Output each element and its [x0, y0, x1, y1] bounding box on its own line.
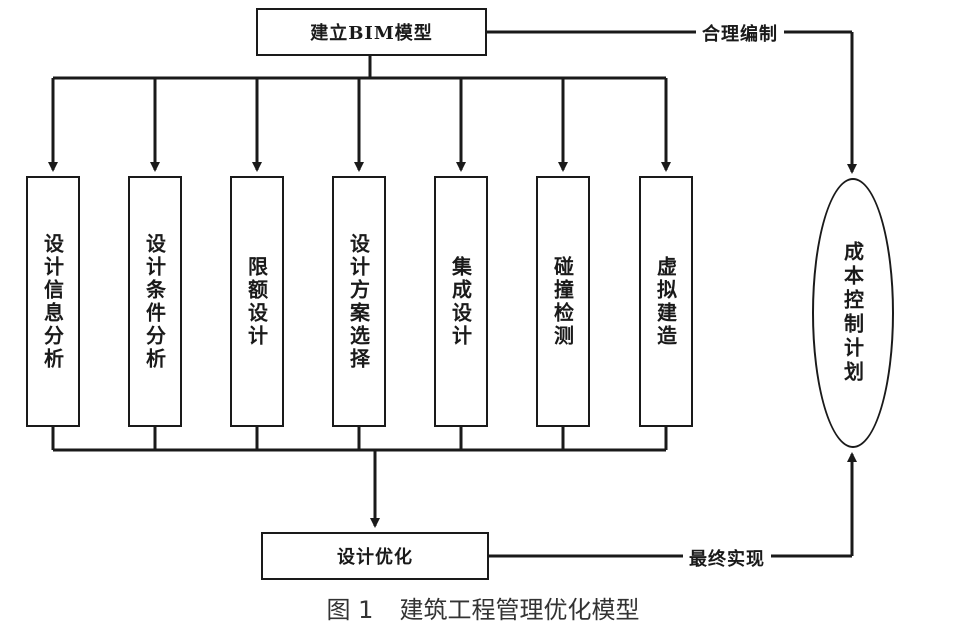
- step-box-6: 碰撞检测: [536, 176, 590, 427]
- bottom-node-label: 设计优化: [337, 547, 413, 568]
- top-node-label: 建立BIM模型: [310, 23, 433, 44]
- step-label-5: 集成设计: [448, 255, 473, 348]
- cost-node-label: 成本控制计划: [840, 241, 865, 385]
- step-label-6: 碰撞检测: [550, 255, 575, 348]
- bottom-node-box: 设计优化: [261, 532, 489, 580]
- top-node-box: 建立BIM模型: [256, 8, 487, 56]
- step-box-2: 设计条件分析: [128, 176, 182, 427]
- cost-node-ellipse: 成本控制计划: [812, 178, 894, 448]
- step-box-1: 设计信息分析: [26, 176, 80, 427]
- step-label-3: 限额设计: [244, 255, 269, 348]
- edge-bottom-label: 最终实现: [683, 545, 771, 571]
- step-label-1: 设计信息分析: [40, 232, 65, 371]
- step-label-2: 设计条件分析: [142, 232, 167, 371]
- figure-caption: 图 1 建筑工程管理优化模型: [0, 590, 966, 625]
- step-box-5: 集成设计: [434, 176, 488, 427]
- edge-top-label: 合理编制: [696, 20, 784, 46]
- step-box-3: 限额设计: [230, 176, 284, 427]
- step-box-4: 设计方案选择: [332, 176, 386, 427]
- step-box-7: 虚拟建造: [639, 176, 693, 427]
- figure-title: 建筑工程管理优化模型: [399, 596, 640, 624]
- figure-number: 图 1: [326, 596, 374, 624]
- step-label-4: 设计方案选择: [346, 232, 371, 371]
- step-label-7: 虚拟建造: [653, 255, 678, 348]
